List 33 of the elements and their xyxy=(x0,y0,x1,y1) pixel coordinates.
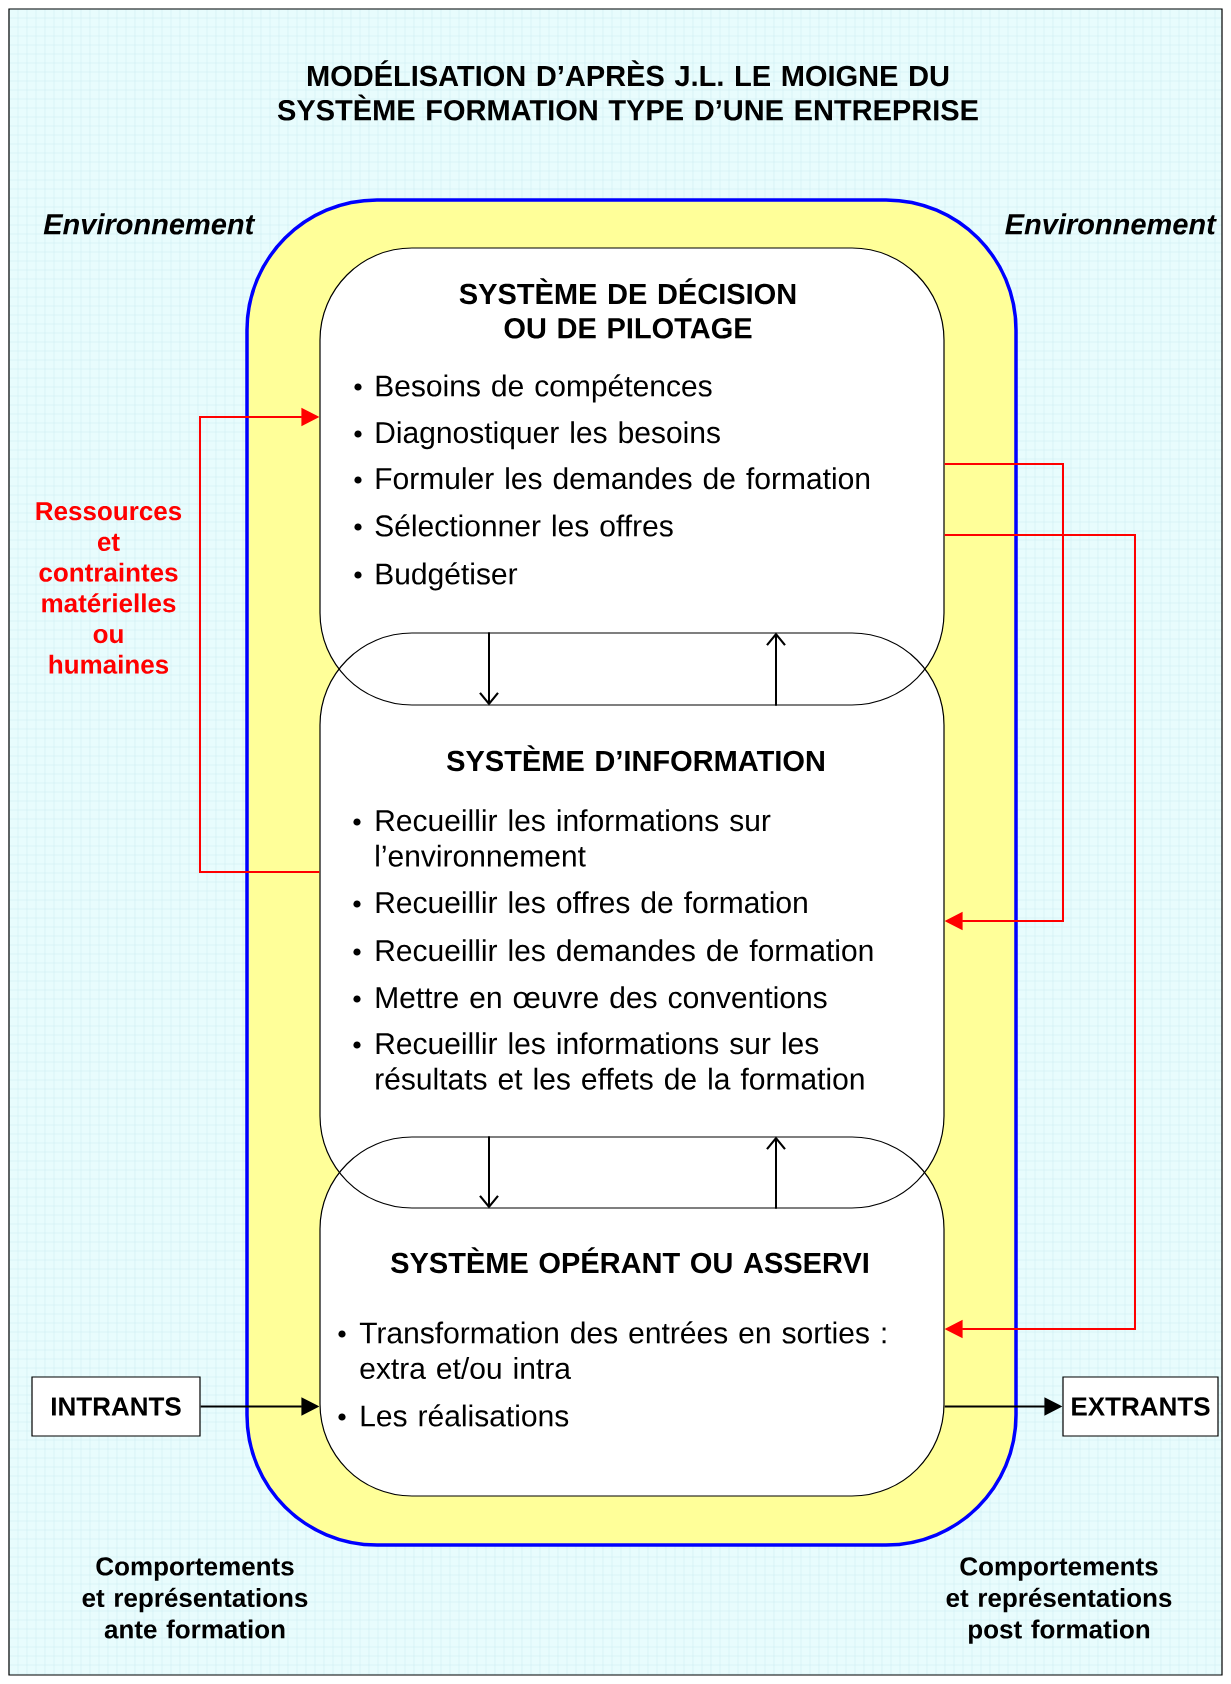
bullet-item: Sélectionner les offres xyxy=(354,514,673,537)
bullet-item: Recueillir les informations sur les résultats et les effets de la formation xyxy=(353,1032,864,1090)
label-box: EXTRANTS xyxy=(1062,1376,1219,1437)
bullet-item: Besoins de compétences xyxy=(354,374,712,403)
bullet-item: Les réalisations xyxy=(338,1404,569,1427)
behaviour-note: Comportements et représentations ante formation xyxy=(82,1557,308,1639)
label-box: INTRANTS xyxy=(31,1376,201,1437)
bullet-item: Recueillir les informations sur l’environnement xyxy=(353,809,771,867)
title: MODÉLISATION D’APRÈS J.L. LE MOIGNE DU SYSTÈME FORMATION TYPE D’UNE ENTREPRISE xyxy=(277,60,978,121)
arrow xyxy=(766,632,786,707)
system-heading: SYSTÈME DE DÉCISION OU DE PILOTAGE xyxy=(459,278,796,339)
bullet-item: Budgétiser xyxy=(354,562,518,591)
edge-label: Ressources et contraintes matérielles ou humaines xyxy=(36,502,182,674)
arrow xyxy=(766,1136,786,1210)
system-box xyxy=(319,632,945,1209)
bullet-item: Diagnostiquer les besoins xyxy=(354,421,720,450)
arrow xyxy=(943,463,1064,931)
bullet-item: Transformation des entrées en sorties : extra et/ou intra xyxy=(338,1321,886,1380)
bullet-item: Recueillir les offres de formation xyxy=(353,891,807,914)
system-box xyxy=(319,247,945,706)
bullet-item: Recueillir les demandes de formation xyxy=(353,939,873,962)
arrow xyxy=(943,534,1136,1339)
system-box xyxy=(319,1136,945,1497)
bullet-item: Mettre en œuvre des conventions xyxy=(353,986,827,1009)
arrow xyxy=(199,407,321,873)
environment-label: Environnement xyxy=(43,213,256,235)
arrow xyxy=(479,1135,499,1209)
arrow xyxy=(479,631,499,706)
bullet-item: Formuler les demandes de formation xyxy=(354,467,870,490)
behaviour-note: Comportements et représentations post formation xyxy=(946,1557,1172,1644)
system-heading: SYSTÈME OPÉRANT OU ASSERVI xyxy=(391,1247,868,1274)
environment-label: Environnement xyxy=(1005,213,1217,235)
system-heading: SYSTÈME D’INFORMATION xyxy=(447,745,824,772)
